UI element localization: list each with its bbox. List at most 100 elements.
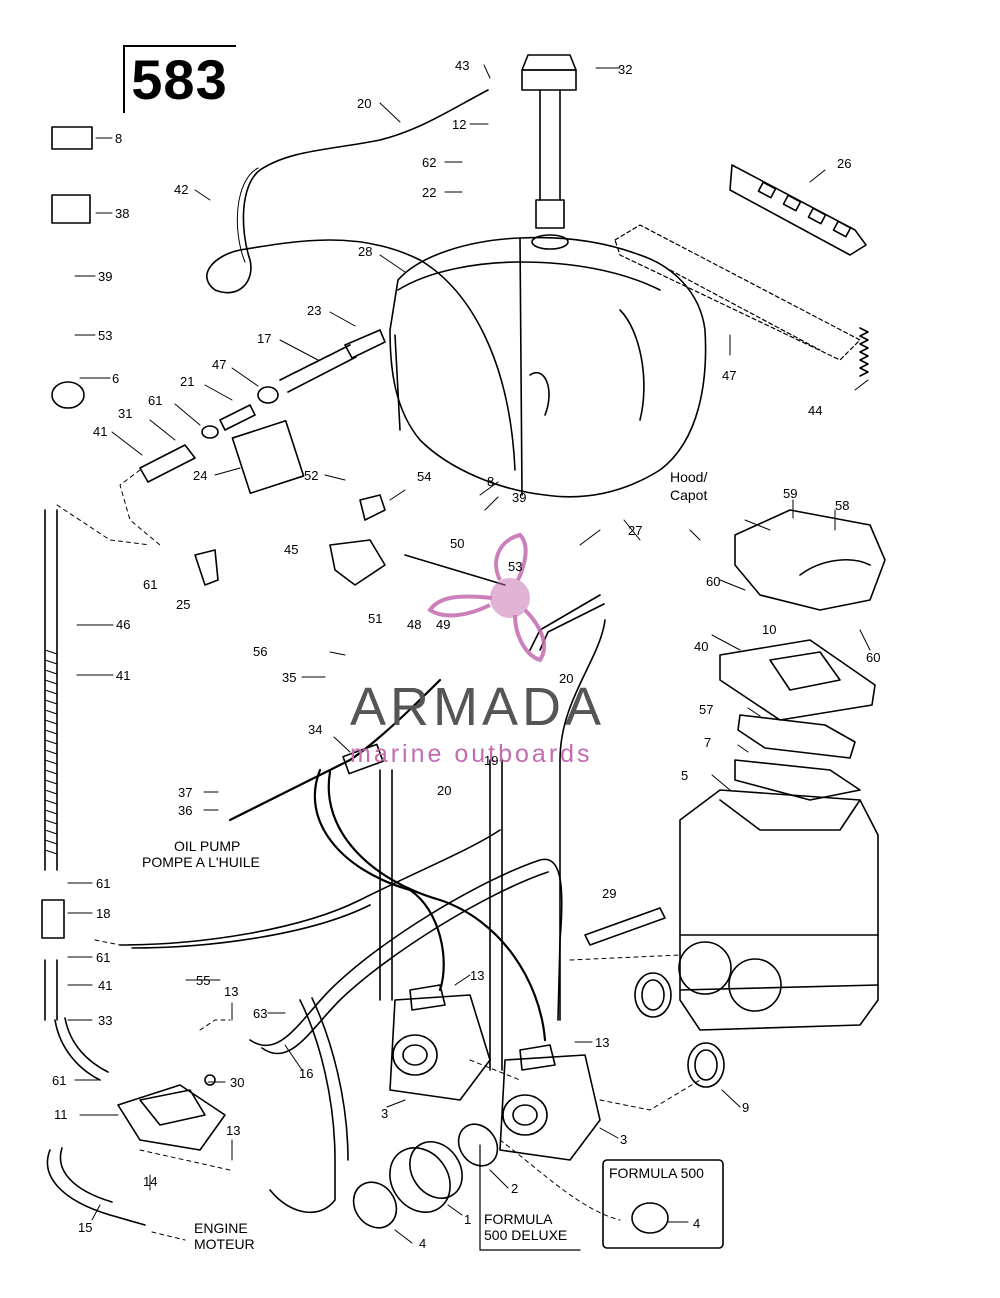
- callout-57: 57: [699, 702, 713, 717]
- hood-caption-fr: Capot: [670, 487, 707, 503]
- callout-13: 13: [470, 968, 484, 983]
- callout-7: 7: [704, 735, 711, 750]
- callout-52: 52: [304, 468, 318, 483]
- callout-61e: 61: [52, 1073, 66, 1088]
- formula-deluxe-bracket: [479, 1144, 581, 1251]
- callout-39: 39: [98, 269, 112, 284]
- watermark-title: ARMADA: [350, 677, 605, 737]
- callout-31: 31: [118, 406, 132, 421]
- callout-20b: 20: [559, 671, 573, 686]
- callout-62: 62: [422, 155, 436, 170]
- callout-26: 26: [837, 156, 851, 171]
- callout-3: 3: [381, 1106, 388, 1121]
- callout-10: 10: [762, 622, 776, 637]
- rail-26: [729, 164, 867, 256]
- callout-19: 19: [484, 753, 498, 768]
- callout-37: 37: [178, 785, 192, 800]
- fuel-hoses: [46, 858, 563, 1226]
- callout-42: 42: [174, 182, 188, 197]
- oil-lines: [119, 594, 606, 1071]
- clamp-6: [51, 381, 85, 409]
- carburetor-right: [499, 1044, 601, 1161]
- fuel-fittings: [139, 329, 386, 495]
- callout-61c: 61: [96, 876, 110, 891]
- callout-53b: 53: [508, 559, 522, 574]
- strap-29: [584, 907, 666, 946]
- callout-59: 59: [783, 486, 797, 501]
- connector-38: [51, 194, 91, 224]
- callout-13d: 13: [226, 1123, 240, 1138]
- callout-1: 1: [464, 1212, 471, 1227]
- page-number-frame: [123, 45, 236, 113]
- callout-13c: 13: [595, 1035, 609, 1050]
- callout-32: 32: [618, 62, 632, 77]
- carburetor-left: [389, 984, 491, 1101]
- formula-500-caption: FORMULA 500: [609, 1165, 704, 1181]
- formula-deluxe-caption-1: FORMULA: [484, 1211, 553, 1227]
- callout-9: 9: [742, 1100, 749, 1115]
- callout-56: 56: [253, 644, 267, 659]
- callout-34: 34: [308, 722, 322, 737]
- sensor-45: [329, 539, 386, 586]
- callout-13b: 13: [224, 984, 238, 999]
- callout-35: 35: [282, 670, 296, 685]
- hood-caption-en: Hood/: [670, 469, 707, 485]
- air-silencer: [678, 789, 879, 1031]
- fuel-pump: [117, 1074, 226, 1151]
- connector-8: [51, 126, 93, 150]
- filter-57: [737, 714, 856, 759]
- callout-20: 20: [357, 96, 371, 111]
- callout-4: 4: [419, 1236, 426, 1251]
- fuel-cap: [521, 54, 577, 229]
- callout-48: 48: [407, 617, 421, 632]
- callout-23: 23: [307, 303, 321, 318]
- callout-41b: 41: [116, 668, 130, 683]
- callout-28: 28: [358, 244, 372, 259]
- callout-21: 21: [180, 374, 194, 389]
- callout-45: 45: [284, 542, 298, 557]
- oil-pump-caption-en: OIL PUMP: [174, 838, 240, 854]
- callout-25: 25: [176, 597, 190, 612]
- callout-16: 16: [299, 1066, 313, 1081]
- callout-14: 14: [143, 1174, 157, 1189]
- formula-deluxe-caption-2: 500 DELUXE: [484, 1227, 567, 1243]
- callout-30: 30: [230, 1075, 244, 1090]
- callout-36: 36: [178, 803, 192, 818]
- oil-pump-caption-fr: POMPE A L'HUILE: [142, 854, 260, 870]
- callout-38: 38: [115, 206, 129, 221]
- callout-47: 47: [212, 357, 226, 372]
- callout-46: 46: [116, 617, 130, 632]
- callout-22: 22: [422, 185, 436, 200]
- callout-15: 15: [78, 1220, 92, 1235]
- formula-500-box: [602, 1159, 724, 1249]
- spring-44: [859, 327, 869, 377]
- callout-41c: 41: [98, 978, 112, 993]
- watermark-subtitle: marine outboards: [350, 740, 593, 768]
- callout-58: 58: [835, 498, 849, 513]
- callout-47b: 47: [722, 368, 736, 383]
- fuel-tank: [389, 234, 707, 498]
- fitting-25: [194, 549, 219, 586]
- callout-43: 43: [455, 58, 469, 73]
- callout-2: 2: [511, 1181, 518, 1196]
- callout-55: 55: [196, 973, 210, 988]
- callout-51: 51: [368, 611, 382, 626]
- callout-8: 8: [115, 131, 122, 146]
- callout-61b: 61: [143, 577, 157, 592]
- engine-caption-fr: MOTEUR: [194, 1236, 255, 1252]
- callout-63: 63: [253, 1006, 267, 1021]
- callout-40: 40: [694, 639, 708, 654]
- callout-24: 24: [193, 468, 207, 483]
- intake-adaptor: [352, 1123, 499, 1229]
- rubber-rings-9: [634, 972, 725, 1088]
- callout-27: 27: [628, 523, 642, 538]
- fuel-filter: [41, 899, 109, 1081]
- callout-17: 17: [257, 331, 271, 346]
- callout-39b: 39: [512, 490, 526, 505]
- page-number: 583: [131, 48, 228, 111]
- filter-box-40: [719, 639, 876, 721]
- callout-53: 53: [98, 328, 112, 343]
- silencer-plate-7: [734, 759, 861, 801]
- callout-44: 44: [808, 403, 822, 418]
